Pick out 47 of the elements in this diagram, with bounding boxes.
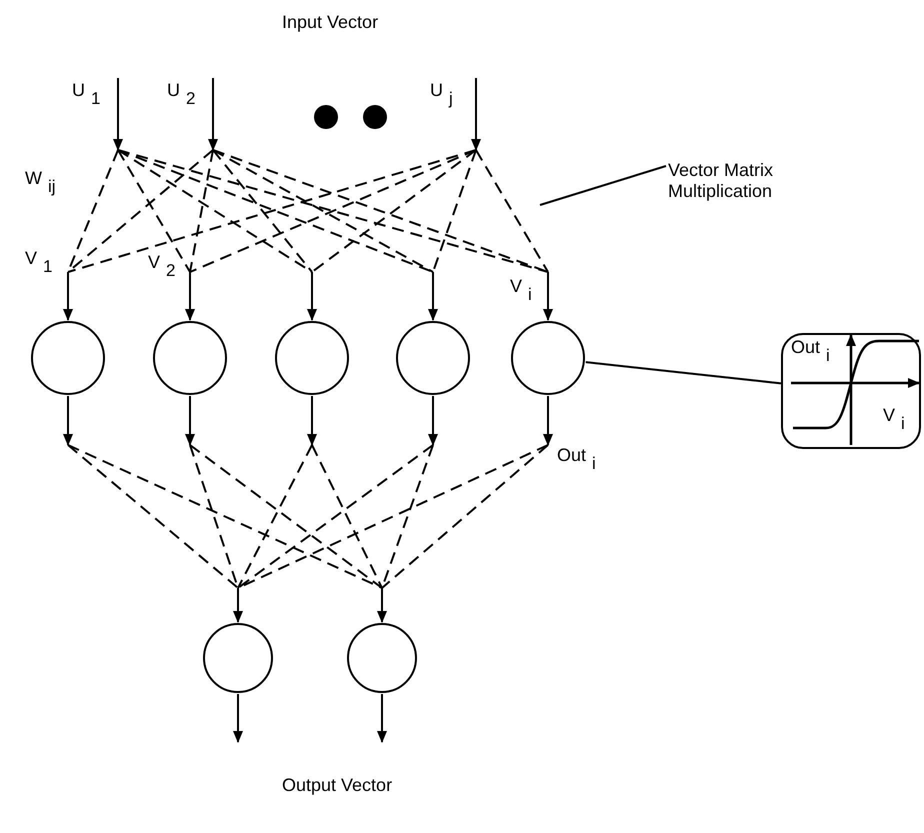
weight-connection (117, 149, 313, 273)
neuron-circle (203, 623, 273, 693)
weight-connection (212, 149, 313, 273)
arrow (377, 588, 387, 623)
arrow (543, 396, 553, 446)
arrow (307, 396, 317, 446)
leader-line (540, 165, 666, 206)
weight-connection (117, 150, 191, 272)
neuron-circle (153, 321, 227, 395)
weight-connection (475, 150, 549, 272)
arrow (113, 78, 123, 151)
weight-connection (237, 444, 434, 589)
neuron-circle (511, 321, 585, 395)
weight-connection (311, 149, 477, 273)
weight-connection (67, 444, 239, 589)
arrow (428, 272, 438, 321)
weight-connection (237, 444, 313, 588)
weight-connection (68, 444, 382, 589)
arrow (208, 78, 218, 151)
weight-connection (381, 444, 549, 589)
weight-connection (118, 149, 548, 273)
caption-text: Output Vector (282, 775, 392, 796)
arrow (471, 78, 481, 151)
arrow (185, 396, 195, 446)
arrow (63, 396, 73, 446)
caption-text: Input Vector (282, 12, 378, 33)
weight-connection (190, 149, 476, 273)
weight-connection (212, 149, 548, 273)
neuron-circle (347, 623, 417, 693)
arrow (233, 694, 243, 743)
callout-text: Vector Matrix Multiplication (668, 160, 798, 204)
weight-connection (212, 149, 434, 273)
neuron-circle (31, 321, 105, 395)
neuron-circle (275, 321, 349, 395)
arrow (233, 588, 243, 623)
arrow (428, 396, 438, 446)
arrow (63, 272, 73, 321)
arrow (543, 272, 553, 321)
weight-connection (68, 149, 476, 273)
weight-connection (189, 150, 214, 272)
weight-connection (311, 444, 383, 588)
arrow (185, 272, 195, 321)
weight-connection (189, 444, 383, 589)
arrow (307, 272, 317, 321)
arrow (377, 694, 387, 743)
leader-line (586, 361, 782, 384)
neuron-circle (396, 321, 470, 395)
